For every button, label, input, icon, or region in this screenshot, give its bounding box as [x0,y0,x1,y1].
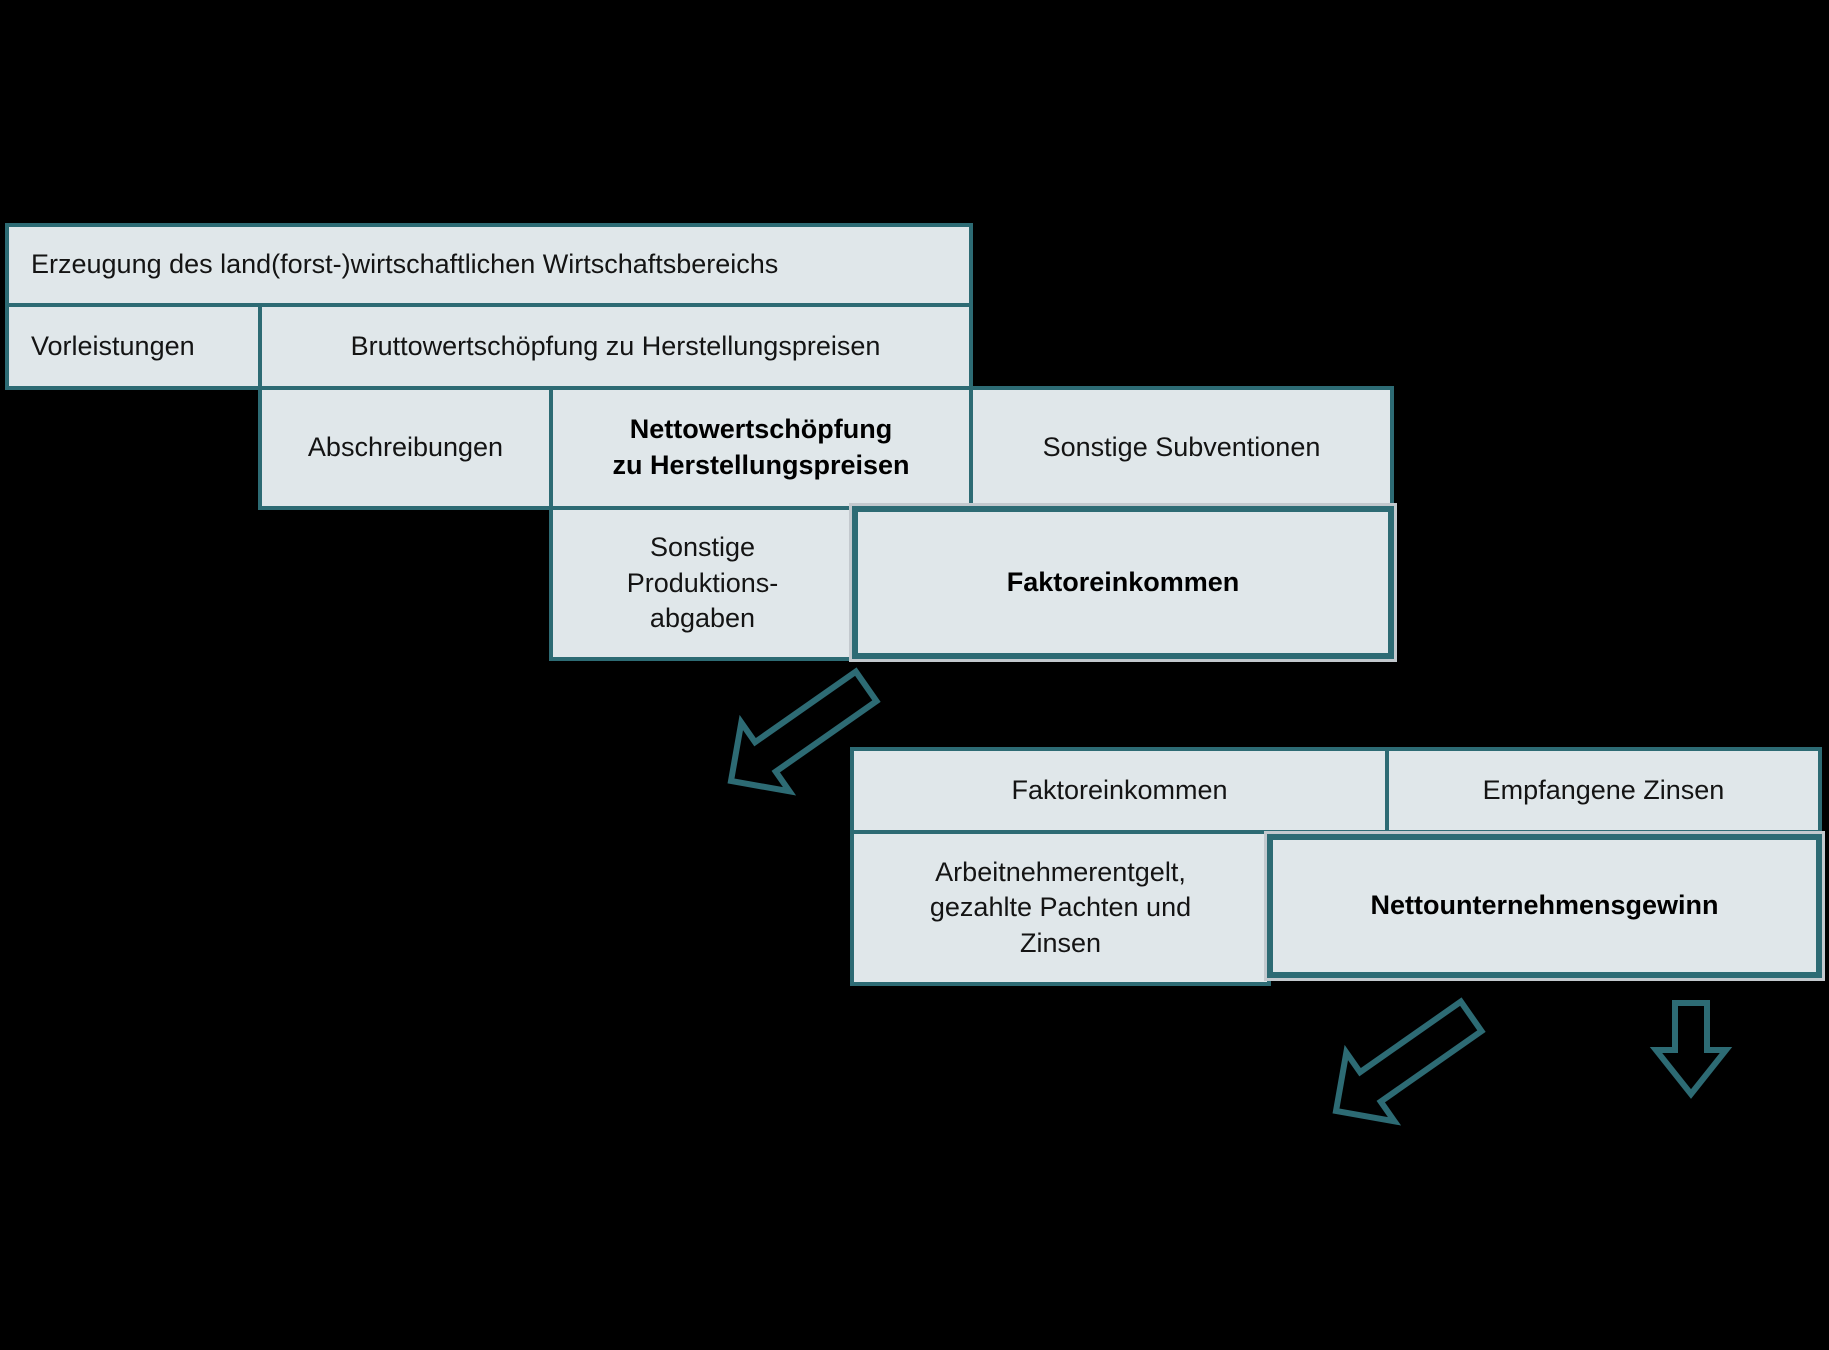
arrow-down-left-icon [1332,997,1486,1126]
box-bruttowertschoepfung: Bruttowertschöpfung zu Herstellungspreis… [258,303,973,390]
box-empfangene-zinsen: Empfangene Zinsen [1385,747,1822,834]
box-nettounternehmensgewinn: Nettounternehmensgewinn [1267,834,1822,978]
box-vorleistungen: Vorleistungen [5,303,262,390]
box-sonstige-produktionsabgaben: Sonstige Produktions- abgaben [549,506,856,661]
arrow-down-icon [1649,1000,1733,1099]
box-erzeugung: Erzeugung des land(forst-)wirtschaftlich… [5,223,973,307]
box-faktoreinkommen-result: Faktoreinkommen [852,506,1394,659]
box-nettowertschoepfung: Nettowertschöpfung zu Herstellungspreise… [549,386,973,510]
arrow-down-left-icon [727,667,881,796]
box-sonstige-subventionen: Sonstige Subventionen [969,386,1394,510]
box-faktoreinkommen-input: Faktoreinkommen [850,747,1389,834]
box-abschreibungen: Abschreibungen [258,386,553,510]
box-arbeitnehmerentgelt: Arbeitnehmerentgelt, gezahlte Pachten un… [850,830,1271,986]
